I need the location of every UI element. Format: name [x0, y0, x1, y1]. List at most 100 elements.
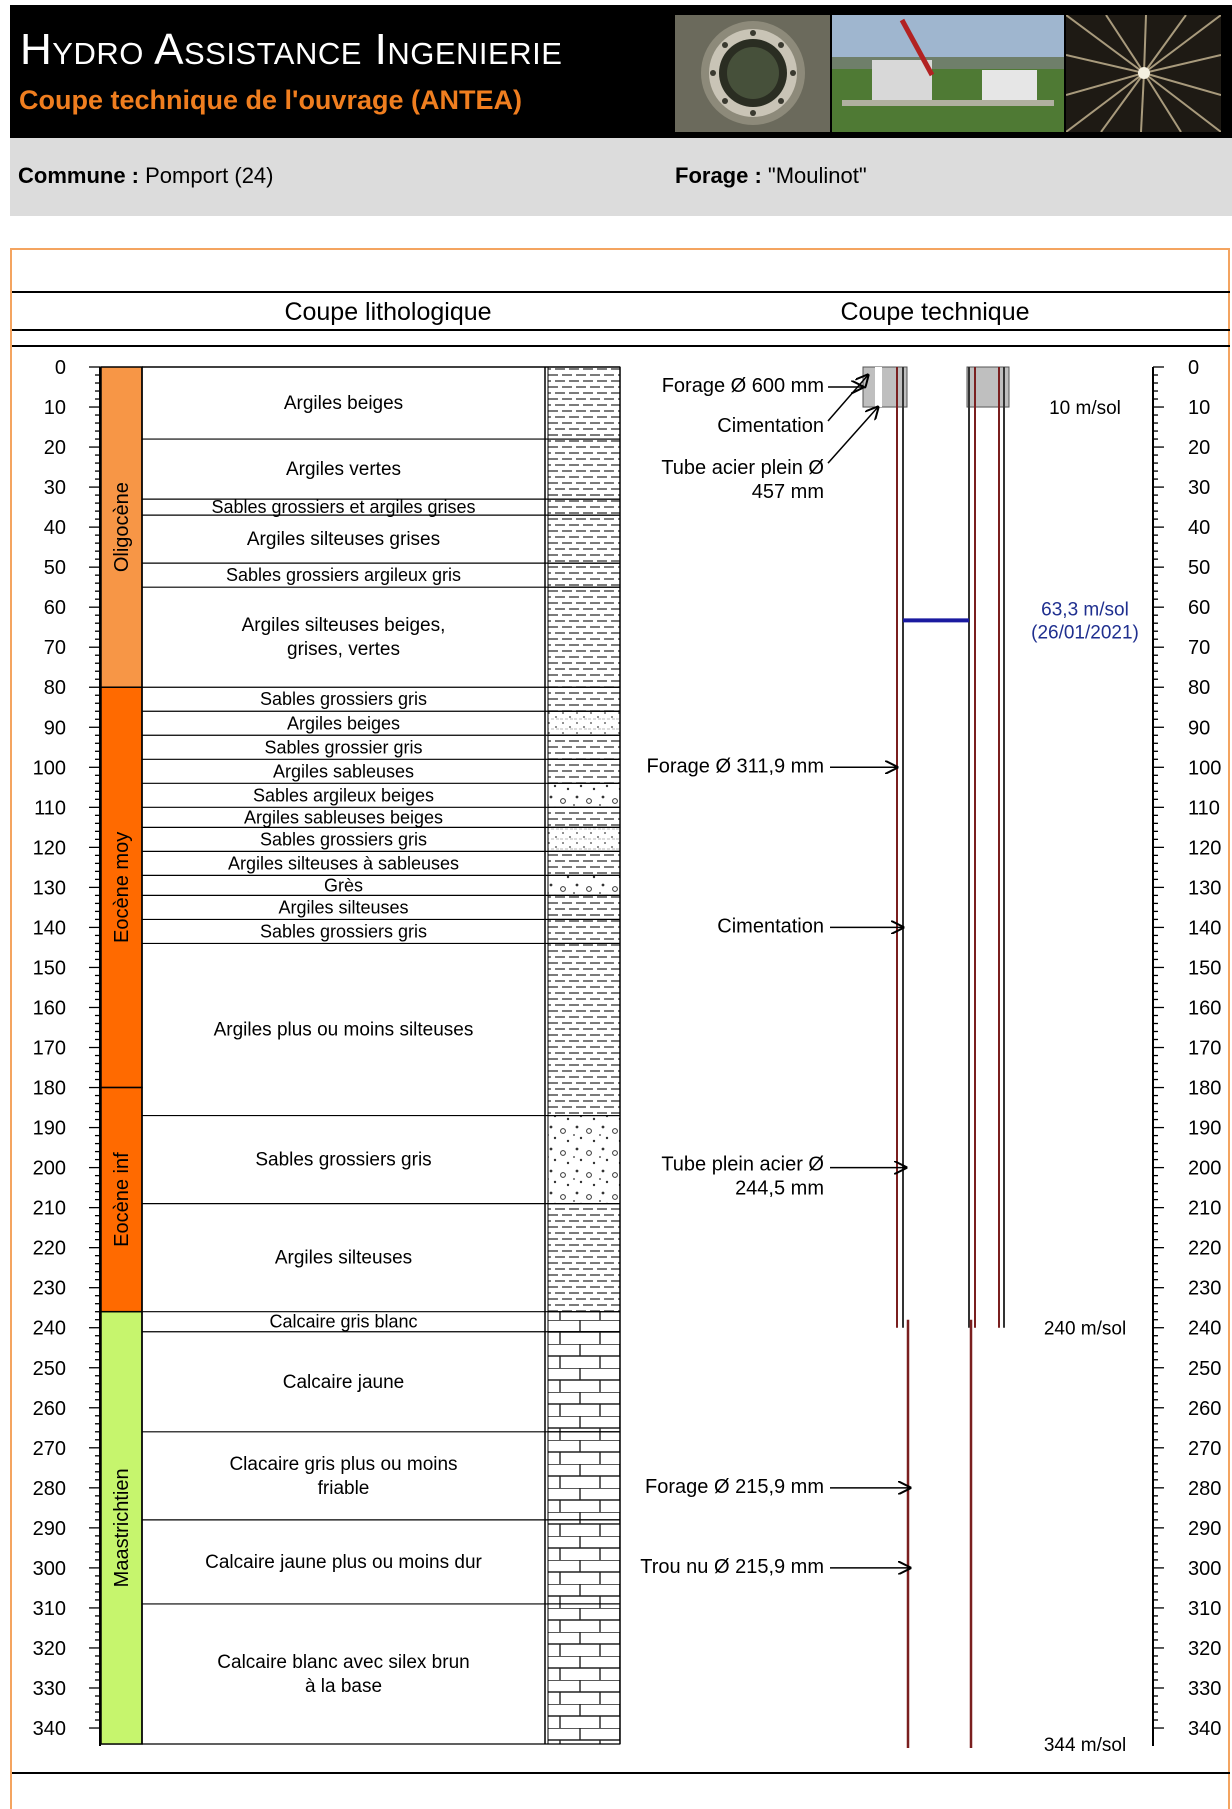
- drilling-rig-photo: [832, 15, 1064, 132]
- lithology-pattern-cell: [547, 894, 621, 920]
- lithology-pattern-cell: [547, 826, 621, 852]
- lithology-pattern-cell: [547, 1203, 621, 1313]
- depth-level-label: 344 m/sol: [1044, 1735, 1126, 1756]
- layer-label: Sables grossiers argileux gris: [226, 565, 461, 585]
- left-depth-tick-label: 330: [33, 1678, 66, 1700]
- lithology-pattern-cell: [547, 942, 621, 1117]
- lithology-pattern-cell: [547, 438, 621, 500]
- right-depth-tick-label: 330: [1188, 1678, 1221, 1700]
- right-depth-tick-label: 280: [1188, 1478, 1221, 1500]
- layer-label: Argiles beiges: [287, 713, 400, 733]
- technical-annotation: Forage Ø 311,9 mm: [647, 755, 824, 777]
- layer-label: Sables grossiers gris: [260, 689, 427, 709]
- lithology-pattern-cell: [547, 734, 621, 760]
- commune-value: Pomport (24): [139, 163, 274, 188]
- right-depth-tick-label: 270: [1188, 1438, 1221, 1460]
- lithology-pattern-cell: [547, 1431, 621, 1521]
- left-depth-tick-label: 120: [33, 837, 66, 859]
- layer-label: Calcaire jaune plus ou moins dur: [205, 1552, 482, 1573]
- depth-level-label: 240 m/sol: [1044, 1319, 1126, 1340]
- log-frame: [10, 248, 1230, 1809]
- layer-label: Grès: [324, 875, 363, 895]
- left-depth-tick-label: 250: [33, 1358, 66, 1380]
- right-depth-tick-label: 310: [1188, 1598, 1221, 1620]
- layer-label: Argiles beiges: [284, 393, 403, 414]
- left-depth-tick-label: 170: [33, 1038, 66, 1060]
- lithology-pattern-cell: [547, 686, 621, 712]
- forage-field: Forage : "Moulinot": [675, 163, 867, 188]
- layer-label: Argiles silteuses grises: [247, 529, 440, 550]
- left-depth-tick-label: 280: [33, 1478, 66, 1500]
- left-depth-tick-label: 190: [33, 1118, 66, 1140]
- info-bar: Commune : Pomport (24) Forage : "Moulino…: [10, 138, 1232, 216]
- litho-section-title: Coupe lithologique: [284, 298, 491, 326]
- left-depth-tick-label: 60: [44, 597, 66, 619]
- cement-top-left: [862, 366, 908, 408]
- left-depth-tick-label: 110: [34, 797, 66, 819]
- stratigraphy-unit: [100, 686, 143, 1089]
- document-subtitle: Coupe technique de l'ouvrage (ANTEA): [19, 85, 522, 115]
- left-depth-tick-label: 140: [33, 917, 66, 939]
- left-depth-tick-label: 80: [44, 677, 66, 699]
- left-depth-tick-label: 220: [33, 1238, 66, 1260]
- lithology-pattern-cell: [547, 1331, 621, 1433]
- right-depth-tick-label: 320: [1188, 1638, 1221, 1660]
- lithology-pattern-cell: [547, 806, 621, 828]
- right-depth-tick-label: 60: [1188, 597, 1210, 619]
- left-depth-tick-label: 230: [33, 1278, 66, 1300]
- right-depth-tick-label: 170: [1188, 1038, 1221, 1060]
- lithology-pattern-cell: [547, 1603, 621, 1745]
- lithology-pattern-cell: [547, 562, 621, 588]
- right-depth-tick-label: 110: [1188, 797, 1220, 819]
- right-depth-tick-label: 240: [1188, 1318, 1221, 1340]
- right-depth-tick-label: 70: [1188, 637, 1210, 659]
- right-depth-tick-label: 250: [1188, 1358, 1221, 1380]
- layer-label: Argiles silteuses beiges,grises, vertes: [242, 615, 446, 660]
- left-depth-tick-label: 20: [44, 437, 66, 459]
- header-banner: Hydro Assistance Ingenierie Coupe techni…: [10, 5, 1232, 138]
- left-depth-tick-label: 300: [33, 1558, 66, 1580]
- right-depth-tick-label: 260: [1188, 1398, 1221, 1420]
- layer-label: Argiles silteuses: [278, 897, 408, 917]
- layer-label: Sables argileux beiges: [253, 785, 434, 805]
- layer-label: Argiles silteuses à sableuses: [228, 853, 459, 873]
- lithology-pattern-cell: [547, 1115, 621, 1205]
- left-depth-tick-label: 10: [44, 397, 66, 419]
- right-depth-tick-label: 160: [1188, 997, 1221, 1019]
- company-title: Hydro Assistance Ingenierie: [20, 25, 563, 74]
- left-depth-tick-label: 160: [33, 997, 66, 1019]
- technical-annotation: Forage Ø 600 mm: [662, 375, 824, 397]
- left-depth-tick-label: 90: [44, 717, 66, 739]
- layer-label: Argiles silteuses: [275, 1248, 412, 1269]
- right-depth-tick-label: 90: [1188, 717, 1210, 739]
- stratigraphy-label: Maastrichtien: [111, 1468, 133, 1587]
- right-depth-tick-label: 20: [1188, 437, 1210, 459]
- technical-completion: Forage Ø 600 mm Cimentation Tube acier ple…: [640, 366, 1139, 1756]
- right-depth-tick-label: 50: [1188, 557, 1210, 579]
- right-depth-tick-label: 40: [1188, 517, 1210, 539]
- left-depth-tick-label: 340: [33, 1718, 66, 1740]
- stratigraphy-unit: [100, 366, 143, 688]
- left-depth-tick-label: 290: [33, 1518, 66, 1540]
- right-depth-tick-label: 210: [1188, 1198, 1221, 1220]
- tech-section-title: Coupe technique: [840, 298, 1029, 326]
- lithology-pattern-cell: [547, 782, 621, 808]
- left-depth-tick-label: 180: [33, 1078, 66, 1100]
- layer-label: Calcaire jaune: [283, 1372, 404, 1393]
- layer-label: Argiles sableuses: [273, 761, 414, 781]
- stratigraphy-unit: [100, 1086, 143, 1313]
- lithology-pattern-cell: [547, 586, 621, 688]
- lithology-pattern-cell: [547, 1311, 621, 1333]
- left-depth-tick-label: 310: [33, 1598, 66, 1620]
- depth-level-label: 10 m/sol: [1049, 398, 1121, 419]
- lithology-pattern-cell: [547, 850, 621, 876]
- layer-label: Sables grossier gris: [264, 737, 422, 757]
- screen-interior-photo: [1066, 15, 1221, 132]
- left-depth-tick-label: 70: [44, 637, 66, 659]
- stratigraphy-label: Eocène inf: [111, 1152, 133, 1247]
- technical-annotation: Cimentation: [717, 915, 824, 937]
